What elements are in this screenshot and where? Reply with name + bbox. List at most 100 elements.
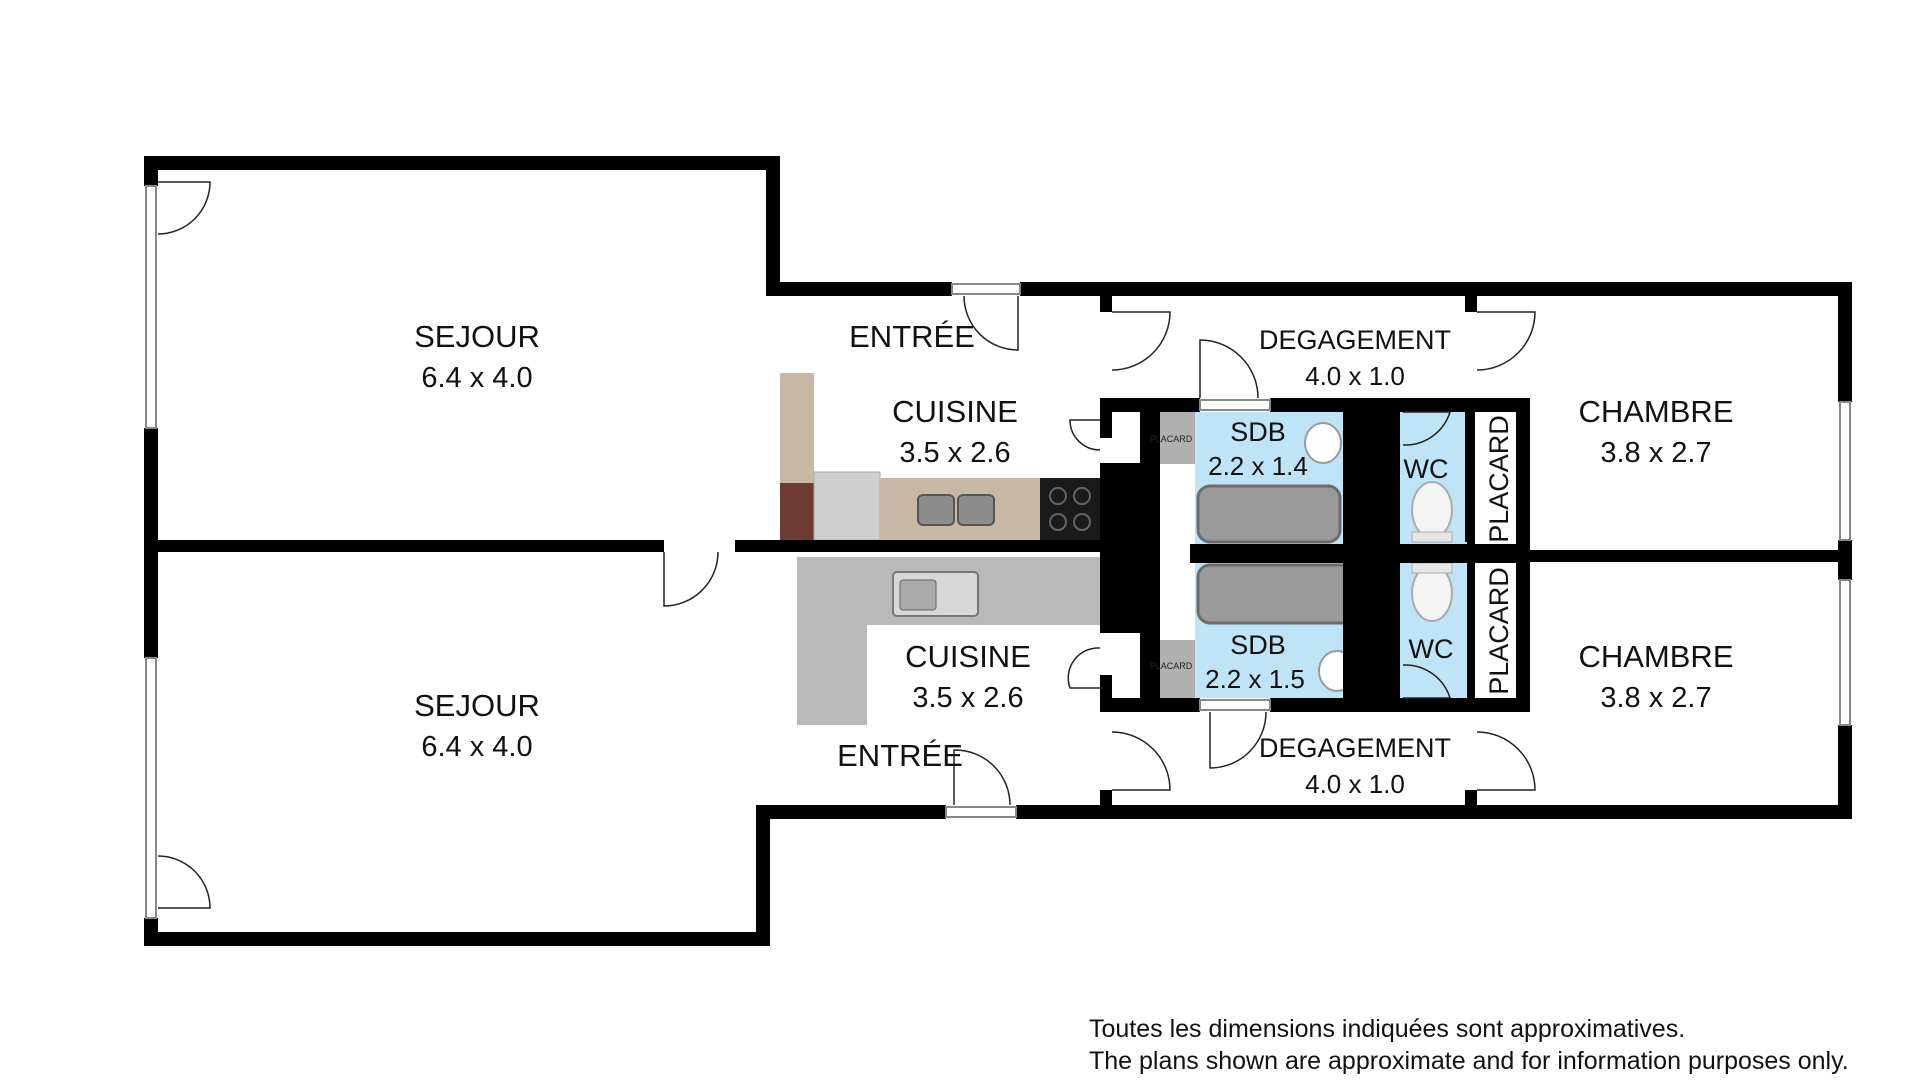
wall	[144, 932, 770, 946]
fridge	[813, 471, 881, 541]
placard-small-label: PLACARD	[1150, 661, 1193, 671]
room-name: ENTRÉE	[837, 738, 963, 773]
disclaimer-line-fr: Toutes les dimensions indiquées sont app…	[1089, 1015, 1686, 1043]
wall	[1465, 282, 1477, 312]
wall	[766, 282, 952, 296]
door-swing	[1199, 339, 1259, 399]
door-swing	[1111, 311, 1171, 371]
door-swing	[1476, 731, 1536, 791]
room-name: WC	[1409, 634, 1454, 664]
window	[1839, 579, 1851, 726]
wall	[1838, 282, 1852, 402]
room-dims: 2.2 x 1.4	[1208, 451, 1308, 481]
wall	[1100, 282, 1112, 312]
wall	[1100, 790, 1112, 819]
door-swing	[1209, 711, 1267, 769]
tall-cabinet-granite	[780, 373, 814, 483]
washbasin-top	[1304, 422, 1342, 464]
doors	[157, 181, 1536, 909]
room-name: SEJOUR	[414, 319, 540, 354]
wall	[1020, 282, 1852, 296]
room-name: WC	[1404, 454, 1449, 484]
room-name: ENTRÉE	[849, 319, 975, 354]
window	[1199, 399, 1271, 411]
window	[1839, 401, 1851, 541]
room-dims: 6.4 x 4.0	[421, 362, 532, 394]
double-sink-left	[917, 494, 955, 526]
wall	[144, 540, 664, 552]
burner	[1049, 513, 1067, 531]
wall	[1016, 805, 1852, 819]
room-name: DEGAGEMENT	[1259, 733, 1451, 763]
bathtub-bottom	[1196, 563, 1357, 625]
wall	[1190, 544, 1400, 563]
room-name: CHAMBRE	[1578, 639, 1733, 674]
wall	[1100, 398, 1112, 438]
walls	[144, 156, 1852, 946]
double-sink-right	[957, 494, 995, 526]
room-name: SDB	[1230, 417, 1286, 447]
room-dims: 6.4 x 4.0	[421, 731, 532, 763]
wall	[1838, 725, 1852, 815]
wall	[1140, 398, 1160, 710]
toilet-tank-top	[1411, 531, 1453, 543]
door-swing	[953, 749, 1011, 806]
wall	[1470, 698, 1530, 712]
wall	[1465, 412, 1475, 542]
cooktop	[1040, 478, 1100, 540]
room-name: CHAMBRE	[1578, 394, 1733, 429]
burner	[1049, 487, 1067, 505]
door-swing	[1069, 419, 1101, 451]
tall-cabinet-brown	[780, 483, 814, 540]
placard-small-label: PLACARD	[1150, 434, 1193, 444]
windows	[145, 185, 1851, 919]
wall	[1100, 698, 1200, 712]
room-dims: 4.0 x 1.0	[1305, 769, 1405, 799]
room-name: CUISINE	[892, 394, 1018, 429]
room-name: SEJOUR	[414, 688, 540, 723]
wall	[1465, 550, 1852, 562]
door-swing	[1402, 664, 1452, 699]
room-name: PLACARD	[1484, 415, 1514, 543]
room-dims: 2.2 x 1.5	[1205, 664, 1305, 694]
toilet-tank-bottom	[1411, 562, 1453, 574]
kitchen-fittings	[780, 373, 1102, 725]
door-swing	[1111, 731, 1171, 791]
wall	[756, 805, 946, 819]
room-dims: 3.8 x 2.7	[1600, 437, 1711, 469]
wall	[1516, 398, 1530, 712]
window	[1199, 699, 1271, 711]
burner	[1073, 513, 1091, 531]
wall	[766, 156, 780, 296]
countertop-bottom-leg	[797, 557, 867, 725]
room-dims: 3.5 x 2.6	[899, 437, 1010, 469]
door-swing	[1402, 411, 1452, 446]
door-swing	[157, 855, 211, 909]
door-swing	[1067, 647, 1101, 689]
toilet-top	[1411, 481, 1453, 539]
door-swing	[663, 551, 719, 607]
wall	[1465, 790, 1477, 819]
wall	[144, 156, 158, 186]
wall	[1470, 398, 1530, 412]
wall	[144, 156, 780, 170]
wall	[735, 540, 1145, 552]
door-swing	[1476, 311, 1536, 371]
room-labels: SEJOUR 6.4 x 4.0 SEJOUR 6.4 x 4.0 ENTRÉE…	[414, 319, 1733, 799]
window	[945, 806, 1017, 818]
room-name: CUISINE	[905, 639, 1031, 674]
wall	[1400, 544, 1520, 563]
window	[951, 283, 1021, 295]
room-name: SDB	[1230, 630, 1286, 660]
room-name: PLACARD	[1484, 567, 1514, 695]
window	[145, 185, 157, 429]
door-swing	[963, 295, 1019, 351]
wall	[1100, 675, 1112, 712]
disclaimer-line-en: The plans shown are approximate and for …	[1089, 1047, 1849, 1075]
room-dims: 4.0 x 1.0	[1305, 361, 1405, 391]
window	[145, 657, 157, 919]
burner	[1073, 487, 1091, 505]
bathtub-top	[1196, 484, 1342, 544]
sink-basin	[899, 579, 937, 611]
